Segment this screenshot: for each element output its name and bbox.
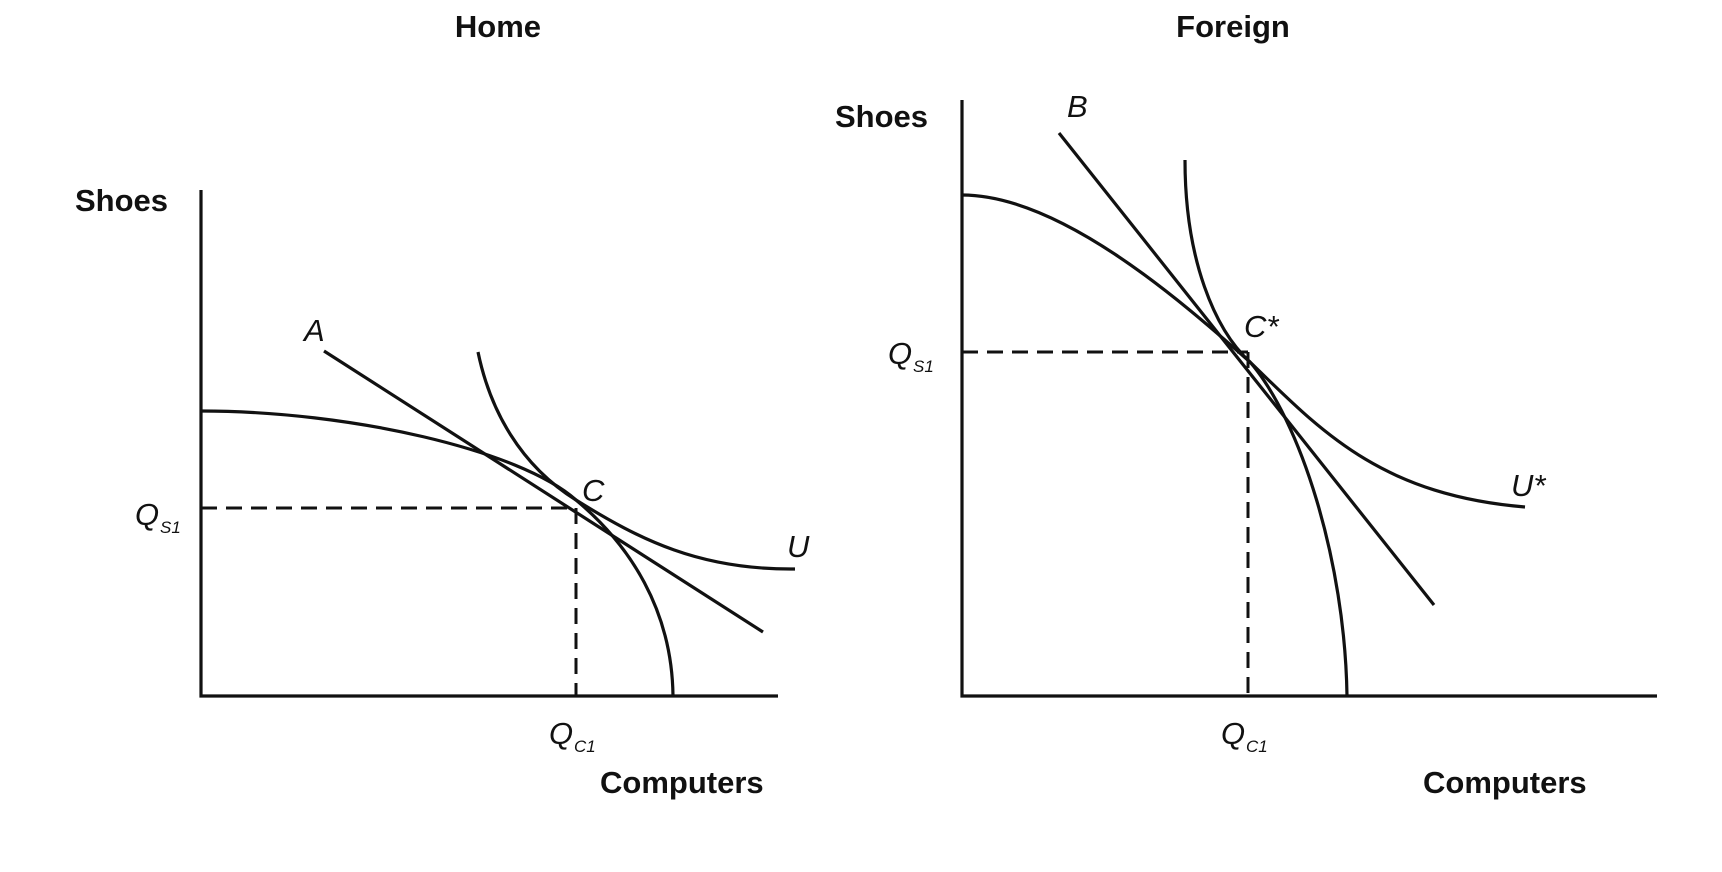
foreign-indifference-curve	[1183, 159, 1526, 509]
svg-text:C1: C1	[574, 737, 596, 756]
foreign-x-axis-label: Computers	[1423, 765, 1587, 800]
svg-text:S1: S1	[913, 357, 934, 376]
svg-text:C1: C1	[1246, 737, 1268, 756]
svg-text:Q: Q	[135, 497, 159, 532]
home-price-line	[323, 349, 764, 634]
home-tangent-label: A	[302, 313, 325, 348]
home-production-frontier	[200, 409, 675, 697]
foreign-price-line	[1057, 132, 1436, 606]
home-qc1-label: Q C1	[549, 716, 596, 756]
svg-text:Q: Q	[888, 336, 912, 371]
foreign-production-frontier	[961, 193, 1349, 697]
home-qs1-label: Q S1	[135, 497, 181, 537]
home-indifference-label: U	[787, 529, 810, 564]
home-point-label: C	[582, 473, 605, 508]
foreign-title: Foreign	[1176, 9, 1290, 44]
foreign-panel: Foreign Shoes Computers B C* U* Q S1 Q C…	[835, 9, 1657, 800]
home-panel: Home Shoes Computers A C U Q S1 Q C1	[75, 9, 810, 800]
foreign-indifference-label: U*	[1511, 468, 1546, 503]
foreign-qc1-label: Q C1	[1221, 716, 1268, 756]
svg-text:Q: Q	[1221, 716, 1245, 751]
svg-text:Q: Q	[549, 716, 573, 751]
foreign-tangent-label: B	[1067, 89, 1088, 124]
svg-text:S1: S1	[160, 518, 181, 537]
home-x-axis-label: Computers	[600, 765, 764, 800]
foreign-point-label: C*	[1244, 309, 1279, 344]
home-axes	[199, 190, 778, 698]
home-y-axis-label: Shoes	[75, 183, 168, 218]
home-title: Home	[455, 9, 541, 44]
foreign-y-axis-label: Shoes	[835, 99, 928, 134]
home-indifference-curve	[476, 351, 796, 571]
foreign-axes	[960, 100, 1657, 698]
foreign-qs1-label: Q S1	[888, 336, 934, 376]
